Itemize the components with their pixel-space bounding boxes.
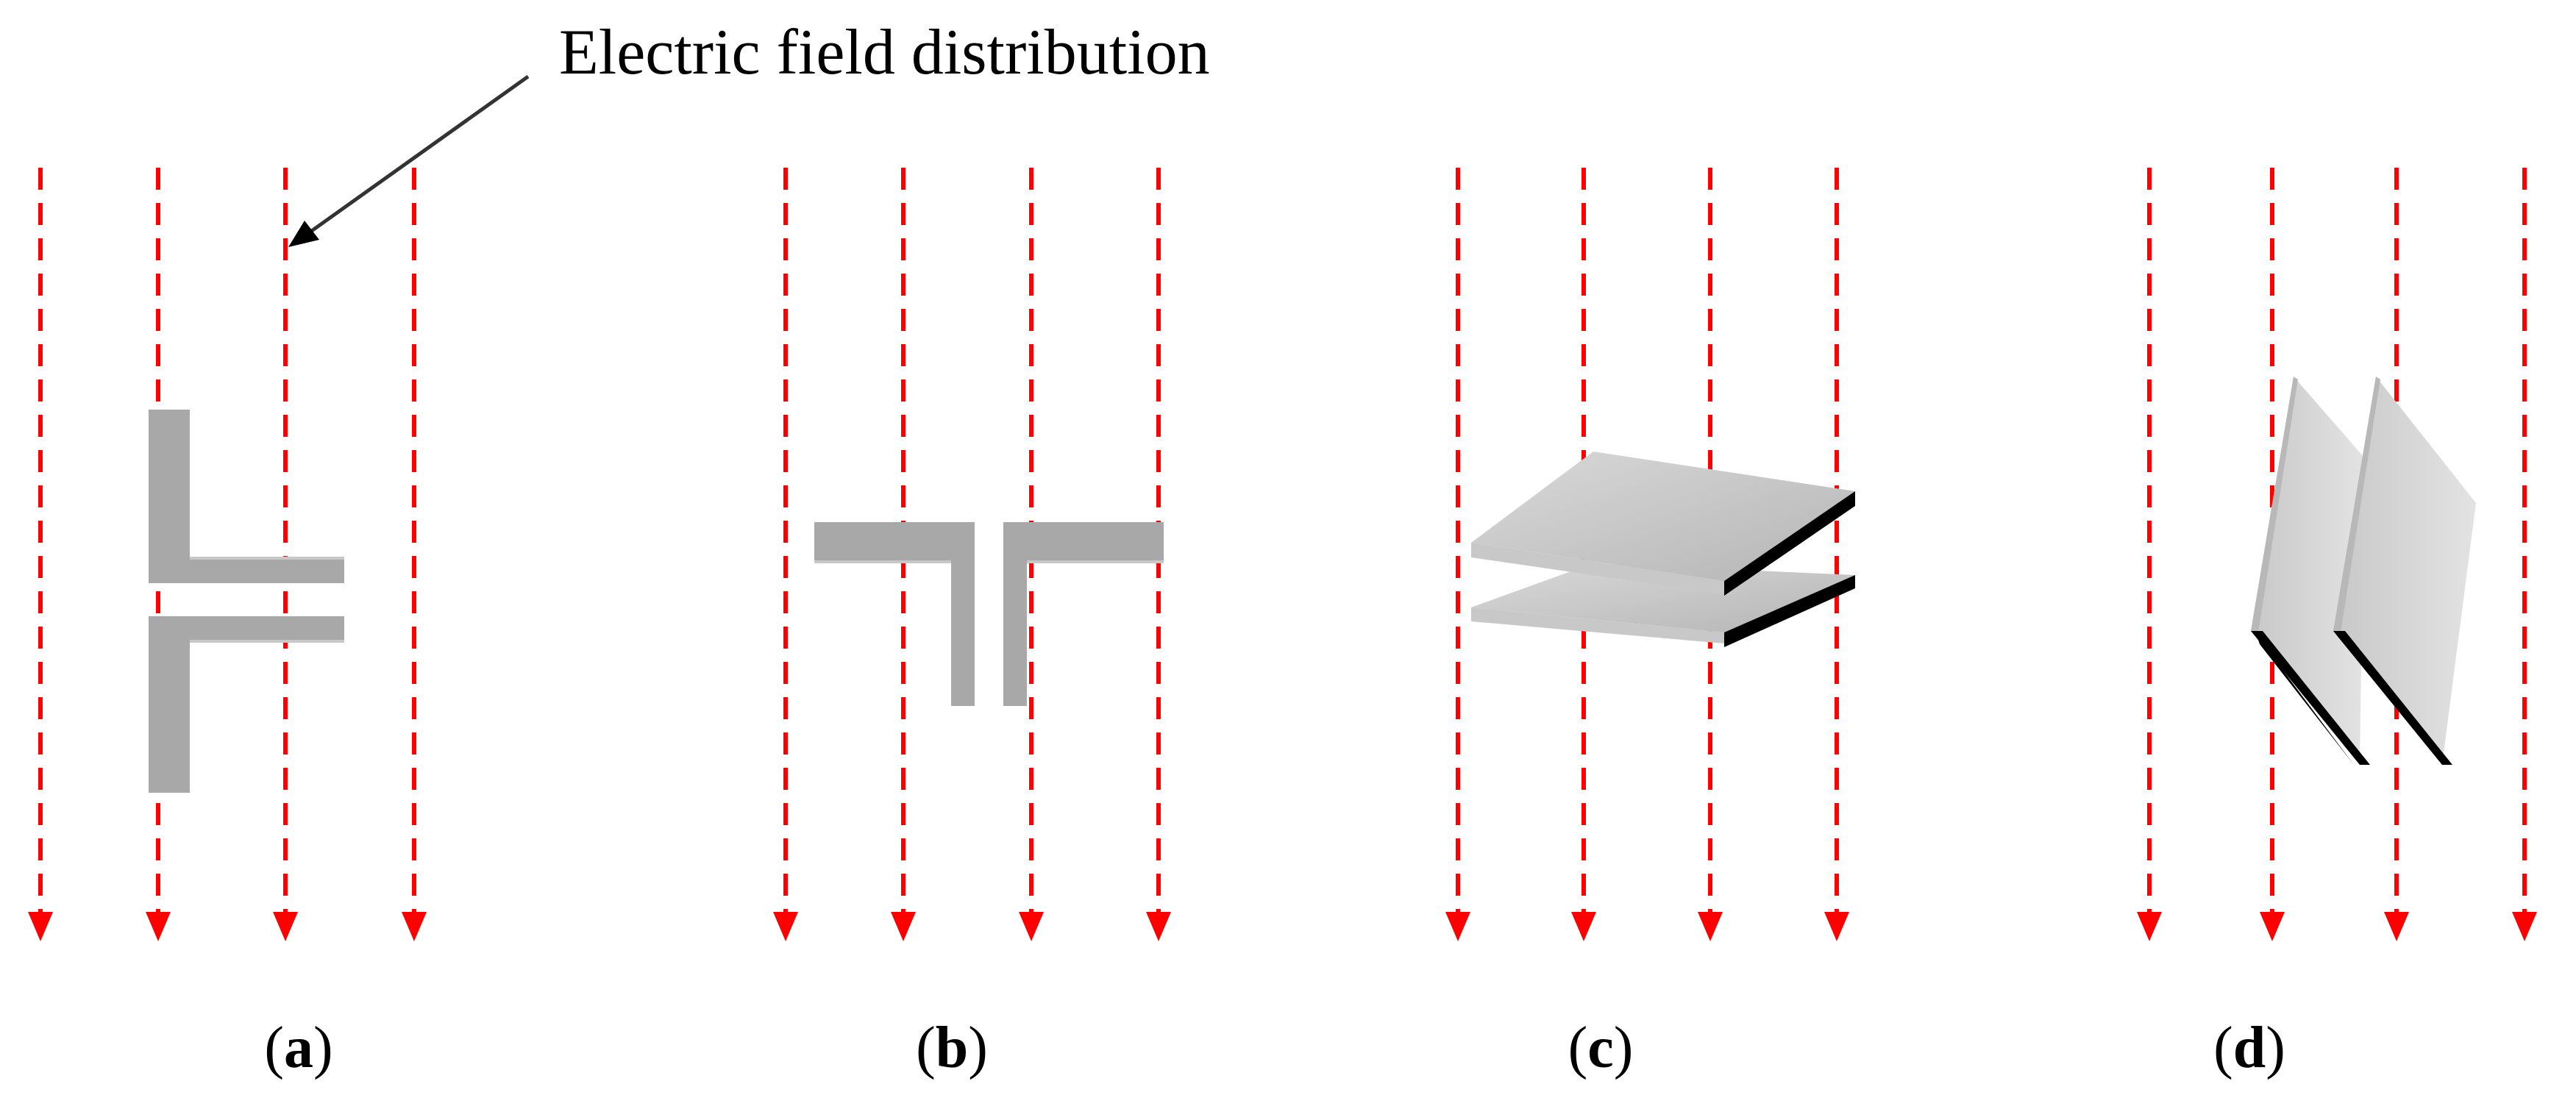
field-arrowhead-c-4 [1824,912,1849,941]
field-arrowhead-d-4 [2512,912,2537,941]
field-arrowhead-b-1 [773,912,798,941]
panel-b-structure [814,522,1164,706]
panel-a-structure [149,410,344,793]
panel-label-a: (a) [264,1016,333,1080]
field-arrowhead-a-2 [146,912,171,941]
panel-label-c: (c) [1568,1016,1634,1080]
field-arrowhead-b-4 [1146,912,1171,941]
annotation-label: Electric field distribution [559,17,1210,88]
panel-label-d: (d) [2213,1016,2285,1080]
field-arrowhead-a-4 [402,912,427,941]
field-arrowhead-c-2 [1571,912,1596,941]
field-arrowhead-d-2 [2260,912,2285,941]
field-arrowhead-b-2 [891,912,916,941]
electric-field-lines [28,168,2537,941]
panel-label-b: (b) [916,1016,988,1080]
field-arrowhead-c-3 [1698,912,1723,941]
panel-c-structure [1471,452,1855,647]
field-arrowhead-d-3 [2384,912,2409,941]
panel-d-structure [2251,377,2476,765]
field-arrowhead-a-3 [273,912,298,941]
annotation-pointer-arrow [288,74,530,247]
field-arrowhead-d-1 [2137,912,2162,941]
field-arrowhead-c-1 [1445,912,1470,941]
field-arrowhead-b-3 [1019,912,1044,941]
field-arrowhead-a-1 [28,912,53,941]
